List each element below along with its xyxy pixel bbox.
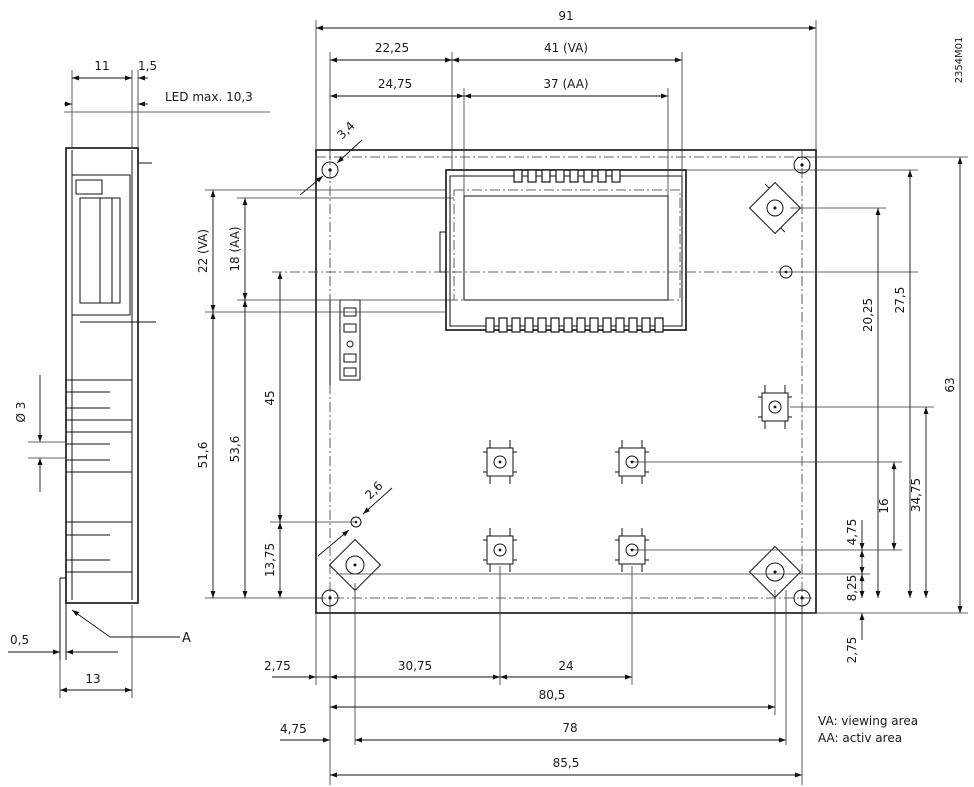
dimensions-bottom: 2,75 30,75 24 80,5 4,75 78 85,5 [264, 566, 803, 785]
lcd-pin [611, 169, 621, 183]
dim-27-5: 27,5 [893, 287, 907, 314]
lcd-pin [541, 169, 551, 183]
dim-16: 16 [877, 498, 891, 513]
lcd-pin [576, 317, 586, 333]
led-package [758, 385, 792, 429]
dim-24-75: 24,75 [378, 77, 412, 91]
dim-18-aa: 18 (AA) [228, 226, 242, 271]
dim-63: 63 [943, 377, 957, 392]
legend-aa: AA: activ area [818, 731, 902, 745]
dim-34-75: 34,75 [909, 478, 923, 512]
dim-13-75: 13,75 [263, 543, 277, 577]
lcd-pin [537, 317, 547, 333]
front-view [272, 149, 817, 614]
lcd-display [439, 169, 687, 331]
lcd-pin [569, 169, 579, 183]
lcd-pins-top [513, 169, 621, 183]
dimensions-top: 91 22,25 41 (VA) 24,75 37 (AA) 3,4 [299, 9, 817, 196]
callout-a: A [182, 631, 191, 646]
dim-24: 24 [558, 659, 573, 673]
side-view: 11 1,5 LED max. 10,3 Ø 3 0,5 13 A [8, 59, 270, 698]
lcd-pin [597, 169, 607, 183]
lcd-pin [602, 317, 612, 333]
dim-51-6: 51,6 [196, 442, 210, 469]
rotated-component [748, 545, 802, 599]
dim-20-25: 20,25 [861, 298, 875, 332]
dim-80-5: 80,5 [539, 688, 566, 702]
dim-diameter-3: Ø 3 [14, 402, 28, 423]
dim-11: 11 [94, 59, 109, 73]
dim-4-75-right: 4,75 [845, 519, 859, 546]
lcd-pin [583, 169, 593, 183]
side-pcb-outline [65, 147, 139, 604]
lcd-pin [524, 317, 534, 333]
dim-1-5: 1,5 [138, 59, 157, 73]
lcd-pin [654, 317, 664, 333]
dim-45: 45 [263, 390, 277, 405]
mounting-hole [321, 161, 339, 179]
dim-2-6: 2,6 [362, 479, 385, 502]
dim-30-75: 30,75 [398, 659, 432, 673]
led-group [483, 385, 792, 572]
drawing-number: 2354M01 [954, 37, 965, 84]
rotated-component [748, 181, 802, 235]
led-package [483, 528, 517, 572]
dim-41-va: 41 (VA) [544, 41, 588, 55]
dim-8-25: 8,25 [845, 575, 859, 602]
dim-22-va: 22 (VA) [196, 229, 210, 273]
legend-va: VA: viewing area [818, 714, 918, 728]
side-led-component [65, 379, 133, 421]
lcd-pin [555, 169, 565, 183]
dim-37-aa: 37 (AA) [543, 77, 588, 91]
dim-0-5: 0,5 [10, 633, 29, 647]
side-led-component [65, 521, 133, 573]
dim-53-6: 53,6 [228, 436, 242, 463]
dim-91: 91 [558, 9, 573, 23]
dim-85-5: 85,5 [553, 756, 580, 770]
lcd-pin [641, 317, 651, 333]
lcd-pin [513, 169, 523, 183]
dim-78: 78 [562, 721, 577, 735]
dim-3-4: 3,4 [334, 119, 357, 142]
dimensions-left: 22 (VA) 18 (AA) 51,6 53,6 45 13,75 2,6 [196, 189, 454, 599]
dim-2-75-right: 2,75 [845, 637, 859, 664]
lcd-pin [527, 169, 537, 183]
pcb-outline [315, 149, 817, 614]
connector [329, 299, 361, 385]
dim-led-max: LED max. 10,3 [165, 90, 253, 104]
lcd-pin [615, 317, 625, 333]
lcd-pin [498, 317, 508, 333]
dim-2-75: 2,75 [264, 659, 291, 673]
dimensions-right: 63 27,5 20,25 34,75 16 4,75 8,25 2,75 [336, 156, 968, 664]
led-package [483, 440, 517, 484]
dim-4-75: 4,75 [280, 722, 307, 736]
side-led-component [65, 431, 133, 473]
rotated-component [328, 538, 382, 592]
lcd-pin [563, 317, 573, 333]
lcd-pins-bottom [485, 317, 664, 333]
lcd-pin [550, 317, 560, 333]
lcd-pin [511, 317, 521, 333]
dim-13: 13 [85, 672, 100, 686]
lcd-pin [485, 317, 495, 333]
lcd-pin [628, 317, 638, 333]
dim-22-25: 22,25 [375, 41, 409, 55]
lcd-pin [589, 317, 599, 333]
